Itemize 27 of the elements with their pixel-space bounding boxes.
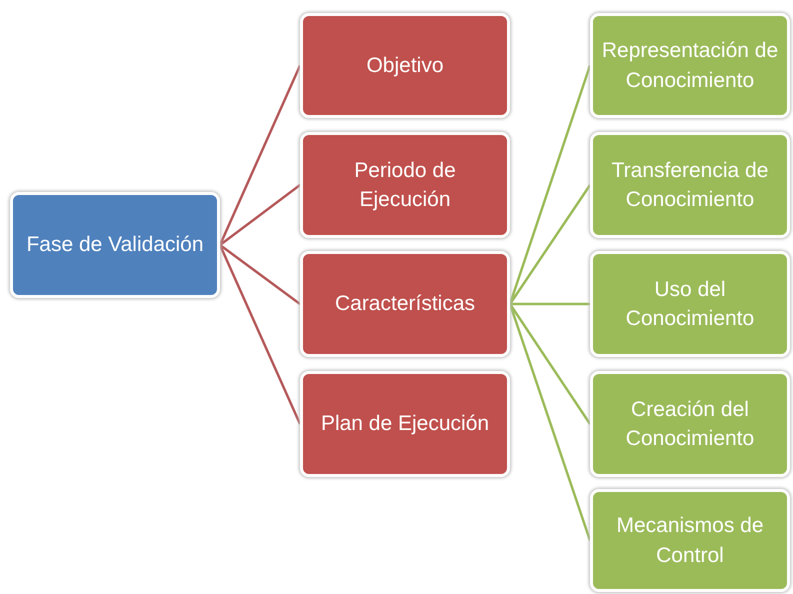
- connector-line: [219, 184, 301, 246]
- connector-line: [218, 244, 302, 424]
- node-label: Características: [334, 291, 476, 318]
- process-box: [590, 489, 790, 592]
- connector-line: [510, 302, 590, 306]
- process-box: [300, 251, 510, 357]
- process-box: [300, 371, 510, 477]
- node-label: Plan de Ejecución: [320, 411, 490, 438]
- node-label: Objetivo: [366, 52, 444, 79]
- node-label: Creación del Conocimiento: [624, 396, 756, 452]
- node-label: Periodo de Ejecución: [353, 158, 457, 213]
- connector-line: [219, 244, 301, 305]
- node-label: Mecanismos de Control: [615, 513, 765, 568]
- node-label: Representación de Conocimiento: [600, 38, 780, 94]
- process-box: [300, 13, 510, 118]
- connector-line: [508, 184, 592, 305]
- node-label: Transferencia de Conocimiento: [610, 158, 770, 213]
- node-label: Uso del Conocimiento: [624, 276, 756, 332]
- process-box: [590, 251, 790, 357]
- process-box: [590, 132, 790, 238]
- node-label: Fase de Validación: [26, 232, 204, 258]
- connector-line: [508, 303, 592, 425]
- process-box: [590, 371, 790, 477]
- process-box: [10, 192, 220, 298]
- process-box: [300, 132, 510, 238]
- connector-line: [218, 65, 302, 246]
- process-box: [590, 13, 790, 118]
